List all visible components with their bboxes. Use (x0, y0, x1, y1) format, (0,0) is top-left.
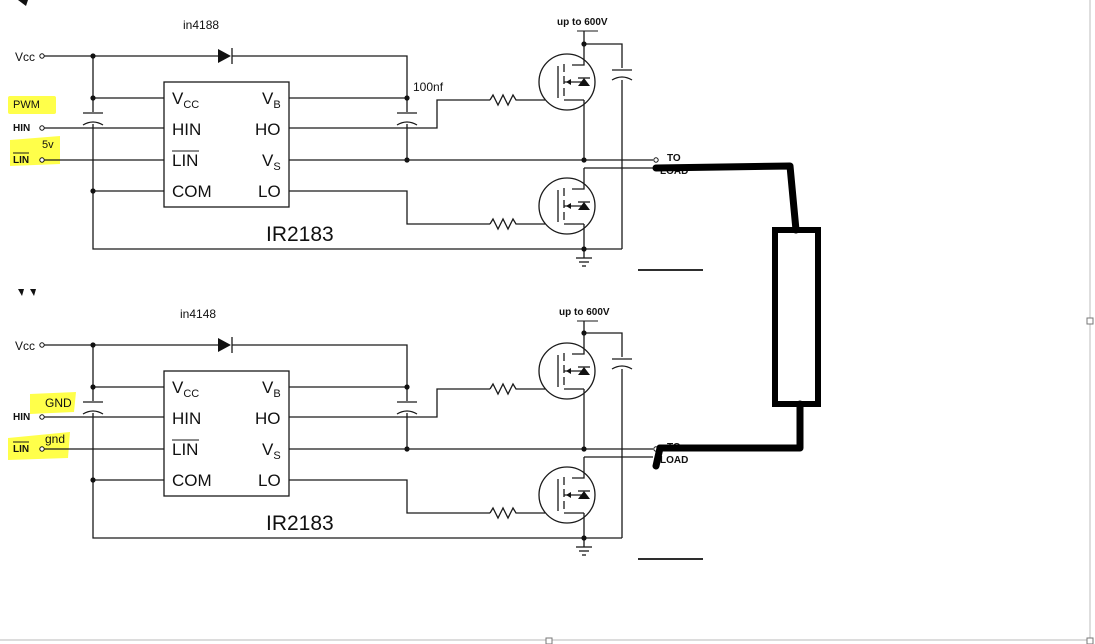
snubber-capacitor (611, 69, 633, 81)
pin-ho: HO (255, 120, 281, 139)
pin-lo: LO (258, 471, 281, 490)
ground-symbol (576, 546, 592, 556)
pin-lin: LIN (172, 151, 198, 170)
decoupling-capacitor (82, 401, 104, 415)
supply-label: up to 600V (557, 17, 608, 28)
to-load-label-2: LOAD (660, 166, 688, 177)
cap-label: 100nf (413, 80, 444, 94)
vcc-input-label: Vcc (15, 339, 35, 353)
bootstrap-diode (218, 48, 233, 64)
pin-hin: HIN (172, 409, 201, 428)
svg-text:VCC: VCC (172, 89, 199, 111)
pin-lin: LIN (172, 440, 198, 459)
svg-text:VS: VS (262, 440, 281, 462)
supply-label: up to 600V (559, 307, 610, 318)
chip-name: IR2183 (266, 223, 334, 246)
ir2183-chip-bottom: VCC HIN LIN COM VB HO VS LO (163, 370, 290, 497)
gnd-annotation: GND (45, 396, 72, 410)
svg-text:VB: VB (262, 378, 281, 400)
highlight-pwm (8, 96, 56, 114)
hin-input-label: HIN (13, 123, 30, 134)
highlight-5v (10, 136, 60, 166)
svg-text:VCC: VCC (172, 378, 199, 400)
svg-text:VS: VS (262, 151, 281, 173)
highlight-gnd-lower (8, 432, 70, 460)
diode-label: in4188 (183, 18, 219, 32)
bootstrap-diode (218, 337, 233, 353)
5v-annotation: 5v (42, 139, 54, 151)
pin-ho: HO (255, 409, 281, 428)
high-side-mosfet (538, 333, 596, 449)
pin-com: COM (172, 182, 212, 201)
to-load-label-2: LOAD (660, 455, 688, 466)
bootstrap-capacitor (396, 401, 418, 415)
pin-lo: LO (258, 182, 281, 201)
ir2183-chip-top: VCC HIN LIN COM VB HO VS LO (163, 81, 290, 208)
gnd-annotation-lower: gnd (45, 432, 65, 446)
to-load-label-1: TO (667, 153, 681, 164)
low-side-mosfet (538, 167, 653, 258)
lin-input-label: LIN (13, 155, 29, 166)
hin-input-label: HIN (13, 412, 30, 423)
ground-symbol (576, 257, 592, 267)
pin-com: COM (172, 471, 212, 490)
circuit-top: Vcc PWM HIN 5v LIN in4188 (8, 17, 703, 271)
bootstrap-capacitor (396, 112, 418, 126)
svg-text:VB: VB (262, 89, 281, 111)
high-side-mosfet (538, 44, 596, 160)
lin-input-label: LIN (13, 444, 29, 455)
low-side-mosfet (538, 456, 653, 547)
chip-name: IR2183 (266, 512, 334, 535)
load-resistor (652, 162, 821, 470)
snubber-capacitor (611, 358, 633, 370)
circuit-bottom: Vcc GND HIN gnd LIN in4148 VCC (8, 307, 703, 560)
highlight-gnd (30, 392, 76, 414)
decoupling-capacitor (82, 112, 104, 126)
diode-label: in4148 (180, 307, 216, 321)
pwm-annotation: PWM (13, 99, 40, 111)
pin-hin: HIN (172, 120, 201, 139)
vcc-input-label: Vcc (15, 50, 35, 64)
